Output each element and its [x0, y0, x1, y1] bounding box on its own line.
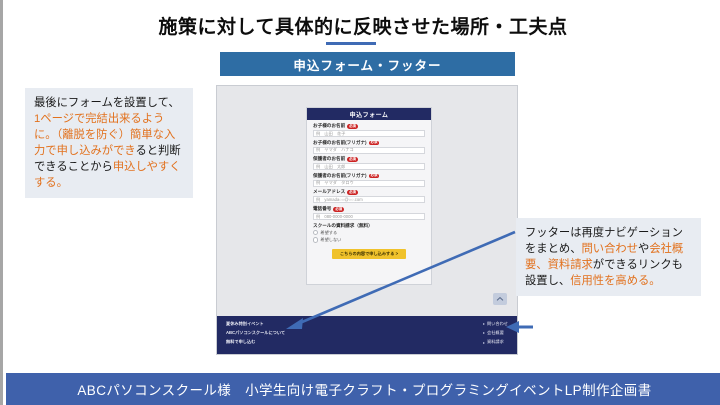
slide-caption-text: ABCパソコンスクール様 小学生向け電子クラフト・プログラミングイベントLP制作… [77, 383, 652, 398]
form-input-placeholder: 例 山田 花子 [316, 130, 346, 136]
scroll-to-top-button[interactable] [493, 293, 507, 305]
title-underline-accent [326, 42, 376, 45]
submit-button-label: こちらの内容で申し込みする > [339, 251, 399, 257]
form-field: 保護者のお名前 必須 例 山田 太郎 [313, 157, 425, 171]
callout-left-text-black-2: （離脱を防ぐ） [56, 129, 131, 142]
footer-link-label: 問い合わせ [487, 321, 508, 326]
callout-left-text-orange-3: 申込しやすくする。 [34, 161, 181, 190]
callout-right-text-black-2: や [638, 243, 650, 256]
footer-link[interactable]: 無料で申し込む [226, 339, 256, 345]
caret-right-icon: ▸ [483, 330, 486, 336]
form-field-label: お子様のお名前 [313, 123, 346, 128]
footer-link[interactable]: ▸ 資料請求 [483, 340, 508, 344]
radio-button-icon [313, 229, 319, 236]
callout-right-text-orange-3: 信用性を高める。 [570, 275, 661, 288]
page-title: 施策に対して具体的に反映させた場所・工夫点 [158, 17, 568, 38]
document-request-group: スクールの資料請求（無料） 希望する 希望しない [313, 222, 425, 244]
site-footer: 夏休み特別イベント ABCパソコンスクールについて 無料で申し込む ▸ 問い合わ… [217, 316, 517, 354]
section-banner: 申込フォーム・フッター [220, 52, 515, 76]
form-field-label: メールアドレス [313, 189, 346, 195]
form-text-input[interactable]: 例 ヤマダ タロウ [313, 179, 425, 187]
screenshot-panel: 申込フォーム お子様のお名前 必須 例 山田 花子 [216, 85, 518, 355]
form-input-placeholder: 例 080-0000-0000 [316, 213, 353, 219]
form-field-label: 保護者のお名前(フリガナ) [313, 172, 367, 178]
slide-caption-bar: ABCパソコンスクール様 小学生向け電子クラフト・プログラミングイベントLP制作… [6, 373, 720, 405]
required-badge: 必須 [347, 189, 358, 195]
form-input-placeholder: 例 ヤマダ ハナコ [316, 147, 354, 153]
required-badge: 必須 [347, 123, 358, 129]
callout-right-text-black-3: ができるリンクも設置し、 [525, 259, 683, 288]
form-field: 電話番号 必須 例 080-0000-0000 [313, 205, 425, 221]
form-text-input[interactable]: 例 山田 花子 [313, 130, 425, 138]
form-text-input[interactable]: 例 山田 太郎 [313, 163, 425, 171]
radio-option[interactable]: 希望しない [313, 237, 425, 243]
footer-link[interactable]: ▸ 問い合わせ [483, 321, 508, 327]
section-banner-label: 申込フォーム・フッター [293, 58, 442, 73]
required-badge: 必須 [347, 156, 358, 162]
form-field-label-row: お子様のお名前(フリガナ) 必須 [313, 139, 425, 146]
required-badge: 必須 [368, 140, 380, 146]
footer-left-links: 夏休み特別イベント ABCパソコンスクールについて 無料で申し込む [226, 321, 286, 350]
footer-link-label: 会社概要 [487, 330, 504, 336]
form-field-list: お子様のお名前 必須 例 山田 花子 お子様のお名前(フリガナ) 必須 [307, 120, 431, 260]
form-field: メールアドレス 必須 例 yamada○○@○○.com [313, 190, 425, 204]
form-field-label-row: 保護者のお名前 必須 [313, 157, 425, 162]
form-input-placeholder: 例 山田 太郎 [316, 163, 346, 169]
footer-link[interactable]: 夏休み特別イベント [226, 321, 264, 326]
callout-left-text-orange-2: 簡単な入力で申し込みができ [34, 129, 176, 158]
form-input-placeholder: 例 ヤマダ タロウ [316, 180, 354, 186]
form-text-input[interactable]: 例 ヤマダ ハナコ [313, 146, 425, 154]
required-badge: 必須 [333, 206, 345, 212]
radio-button-icon [313, 237, 319, 243]
footer-link[interactable]: ABCパソコンスクールについて [226, 330, 286, 336]
form-field-label: 保護者のお名前 [313, 156, 346, 162]
form-card-header: 申込フォーム [307, 108, 431, 120]
screenshot-panel-body: 申込フォーム お子様のお名前 必須 例 山田 花子 [217, 86, 517, 354]
form-text-input[interactable]: 例 080-0000-0000 [313, 213, 425, 221]
document-request-label: スクールの資料請求（無料） [313, 222, 373, 228]
callout-left: 最後にフォームを設置して、 1ページで完結出来るように。（離脱を防ぐ）簡単な入力で… [25, 88, 193, 199]
form-field: お子様のお名前(フリガナ) 必須 例 ヤマダ ハナコ [313, 139, 425, 154]
callout-right: フッターは再度ナビゲーションをまとめ、問い合わせや会社概要、資料請求ができるリン… [516, 218, 701, 297]
chevron-up-icon [496, 296, 504, 301]
caret-right-icon: ▸ [483, 321, 486, 327]
radio-option[interactable]: 希望する [313, 230, 425, 236]
form-field-label-row: メールアドレス 必須 [313, 190, 425, 195]
callout-right-text-orange-2: 会社概要、資料請求 [525, 243, 684, 272]
footer-link[interactable]: ▸ 会社概要 [483, 330, 508, 336]
callout-right-text-black-1: フッターは再度ナビゲーションをまとめ、 [525, 227, 683, 256]
form-field-label-row: 保護者のお名前(フリガナ) 必須 [313, 172, 425, 179]
form-field-label-row: 電話番号 必須 [313, 205, 425, 212]
application-form-card: 申込フォーム お子様のお名前 必須 例 山田 花子 [306, 107, 432, 285]
radio-option-label: 希望する [320, 229, 338, 235]
radio-option-label: 希望しない [320, 237, 342, 243]
callout-left-text-black-1: 最後にフォームを設置して、 [34, 97, 180, 109]
callout-left-text-black-3: ると判断できることから [34, 145, 181, 174]
submit-button[interactable]: こちらの内容で申し込みする > [332, 249, 406, 260]
footer-right-links: ▸ 問い合わせ ▸ 会社概要 ▸ 資料請求 [483, 321, 508, 350]
callout-right-text-orange-1: 問い合わせ [581, 243, 639, 256]
callout-left-text-orange-1: 1ページで完結出来るように。 [34, 113, 165, 142]
footer-link-label: 資料請求 [487, 339, 504, 345]
form-field: 保護者のお名前(フリガナ) 必須 例 ヤマダ タロウ [313, 172, 425, 187]
form-field-label-row: お子様のお名前 必須 [313, 123, 425, 129]
required-badge: 必須 [368, 173, 380, 179]
form-field-label: お子様のお名前(フリガナ) [313, 139, 367, 145]
form-field: お子様のお名前 必須 例 山田 花子 [313, 123, 425, 138]
form-field-label: 電話番号 [313, 205, 332, 211]
form-card-title: 申込フォーム [349, 112, 389, 119]
form-input-placeholder: 例 yamada○○@○○.com [316, 196, 363, 202]
form-text-input[interactable]: 例 yamada○○@○○.com [313, 196, 425, 204]
caret-right-icon: ▸ [483, 339, 486, 345]
